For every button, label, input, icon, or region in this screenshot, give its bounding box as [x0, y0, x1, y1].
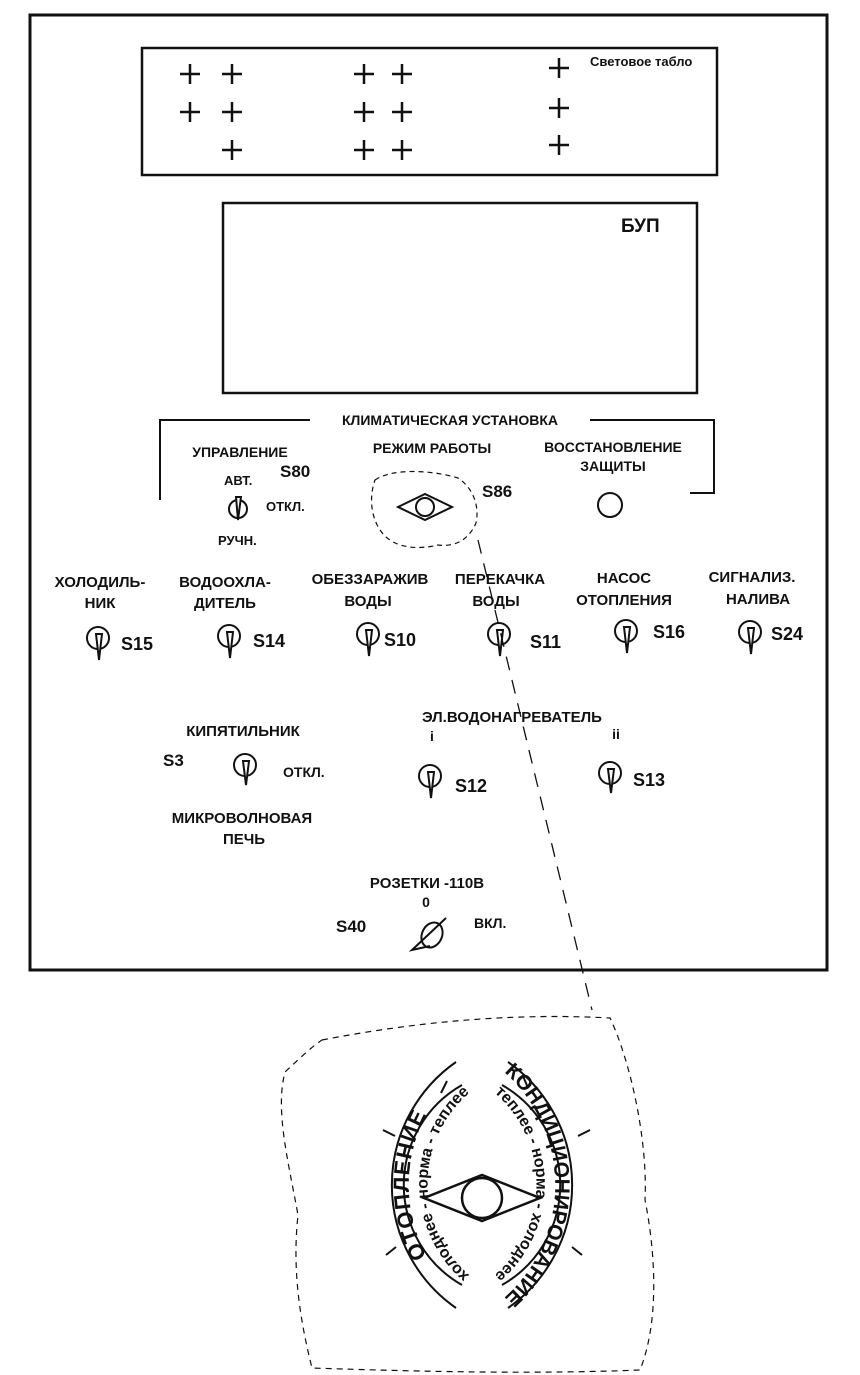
lamp-indicator	[354, 64, 412, 84]
restore-button[interactable]	[597, 492, 623, 518]
switch-label-line1: НАСОС	[597, 570, 651, 587]
toggle-switch-s13[interactable]	[598, 761, 622, 794]
control-pos-auto: АВТ.	[224, 473, 252, 488]
lamp-indicator	[180, 102, 242, 122]
toggle-switch-s12[interactable]	[418, 764, 442, 799]
restore-label-line2: ЗАЩИТЫ	[580, 458, 645, 474]
bup-label: БУП	[621, 216, 660, 237]
dial-scale	[382, 1061, 591, 1309]
light-board-lamps	[180, 58, 569, 160]
heater-sub-2: ii	[612, 726, 620, 742]
toggle-switch-s10[interactable]	[356, 622, 380, 657]
climate-title: КЛИМАТИЧЕСКАЯ УСТАНОВКА	[342, 412, 558, 428]
sockets-label: РОЗЕТКИ -110В	[370, 875, 484, 892]
restore-label-line1: ВОССТАНОВЛЕНИЕ	[544, 439, 682, 455]
control-switch-id: S80	[280, 462, 310, 481]
panel-frame	[28, 13, 829, 972]
dial-arc-left-outer	[390, 1061, 457, 1309]
switch-id: S24	[771, 624, 803, 644]
dial-callout-outline	[280, 1015, 655, 1373]
toggle-switch-s16[interactable]	[614, 619, 638, 654]
switch-label-line2: НИК	[85, 595, 117, 612]
switch-id: S11	[530, 632, 561, 652]
sockets-pos-zero: 0	[422, 894, 430, 910]
heater-switch-id-1: S12	[455, 776, 487, 796]
dial-arc-right-outer	[507, 1061, 574, 1309]
lamp-indicator	[549, 98, 569, 118]
boiler-pos-off: ОТКЛ.	[283, 764, 325, 780]
switch-id: S14	[253, 631, 285, 651]
toggle-switch-s3[interactable]	[233, 753, 257, 786]
dial-arc-left-inner	[402, 1084, 463, 1286]
lamp-indicator	[549, 58, 569, 78]
mode-label: РЕЖИМ РАБОТЫ	[373, 440, 491, 456]
switch-label-line1: ОБЕЗЗАРАЖИВ	[312, 571, 429, 588]
dial-arc-right-inner	[501, 1084, 562, 1286]
boiler-label: КИПЯТИЛЬНИК	[186, 723, 300, 740]
switch-label-line1: ПЕРЕКАЧКА	[455, 571, 545, 588]
heater-label: ЭЛ.ВОДОНАГРЕВАТЕЛЬ	[422, 709, 602, 726]
light-board	[140, 46, 719, 177]
toggle-switch-s15[interactable]	[86, 626, 110, 661]
switch-row: ХОЛОДИЛЬ- НИК S15 ВОДООХЛА- ДИТЕЛЬ S14 О…	[55, 569, 803, 661]
boiler-switch-id: S3	[163, 751, 184, 770]
toggle-switch-s11[interactable]	[487, 622, 511, 657]
dial-knob-enlarged	[420, 1173, 544, 1223]
dial-tick	[382, 1075, 591, 1256]
mode-knob-callout-outline	[371, 470, 478, 549]
heater-sub-1: i	[430, 728, 434, 744]
sockets-switch-id: S40	[336, 917, 366, 936]
switch-label-line2: ДИТЕЛЬ	[194, 595, 256, 612]
control-label: УПРАВЛЕНИЕ	[192, 444, 287, 460]
lamp-indicator	[222, 140, 242, 160]
callout-line	[477, 539, 593, 1011]
heater-switch-id-2: S13	[633, 770, 665, 790]
switch-label-line2: ВОДЫ	[472, 593, 519, 610]
switch-label-line2: ВОДЫ	[344, 593, 391, 610]
microwave-label-line1: МИКРОВОЛНОВАЯ	[172, 810, 312, 827]
microwave-label-line2: ПЕЧЬ	[223, 831, 265, 848]
rotary-switch-s40[interactable]	[408, 917, 447, 952]
lamp-indicator	[354, 140, 412, 160]
mode-switch-id: S86	[482, 482, 512, 501]
sockets-pos-on: ВКЛ.	[474, 915, 506, 931]
lamp-indicator	[549, 135, 569, 155]
switch-label-line2: НАЛИВА	[726, 591, 790, 608]
switch-id: S16	[653, 622, 685, 642]
switch-label-line1: СИГНАЛИЗ.	[709, 569, 796, 586]
climate-group-bracket	[159, 419, 715, 500]
bup-display	[221, 201, 699, 395]
lamp-indicator	[354, 102, 412, 122]
control-pos-off: ОТКЛ.	[266, 499, 305, 514]
light-board-label: Световое табло	[590, 54, 692, 69]
toggle-switch-s80[interactable]	[228, 496, 248, 521]
switch-label-line1: ВОДООХЛА-	[179, 574, 271, 591]
switch-id: S10	[384, 630, 416, 650]
mode-rotary-knob[interactable]	[395, 492, 455, 522]
switch-label-line2: ОТОПЛЕНИЯ	[576, 592, 672, 609]
switch-id: S15	[121, 634, 153, 654]
lamp-indicator	[180, 64, 242, 84]
control-pos-manual: РУЧН.	[218, 533, 257, 548]
toggle-switch-s24[interactable]	[738, 620, 762, 655]
toggle-switch-s14[interactable]	[217, 624, 241, 659]
switch-label-line1: ХОЛОДИЛЬ-	[55, 574, 146, 591]
